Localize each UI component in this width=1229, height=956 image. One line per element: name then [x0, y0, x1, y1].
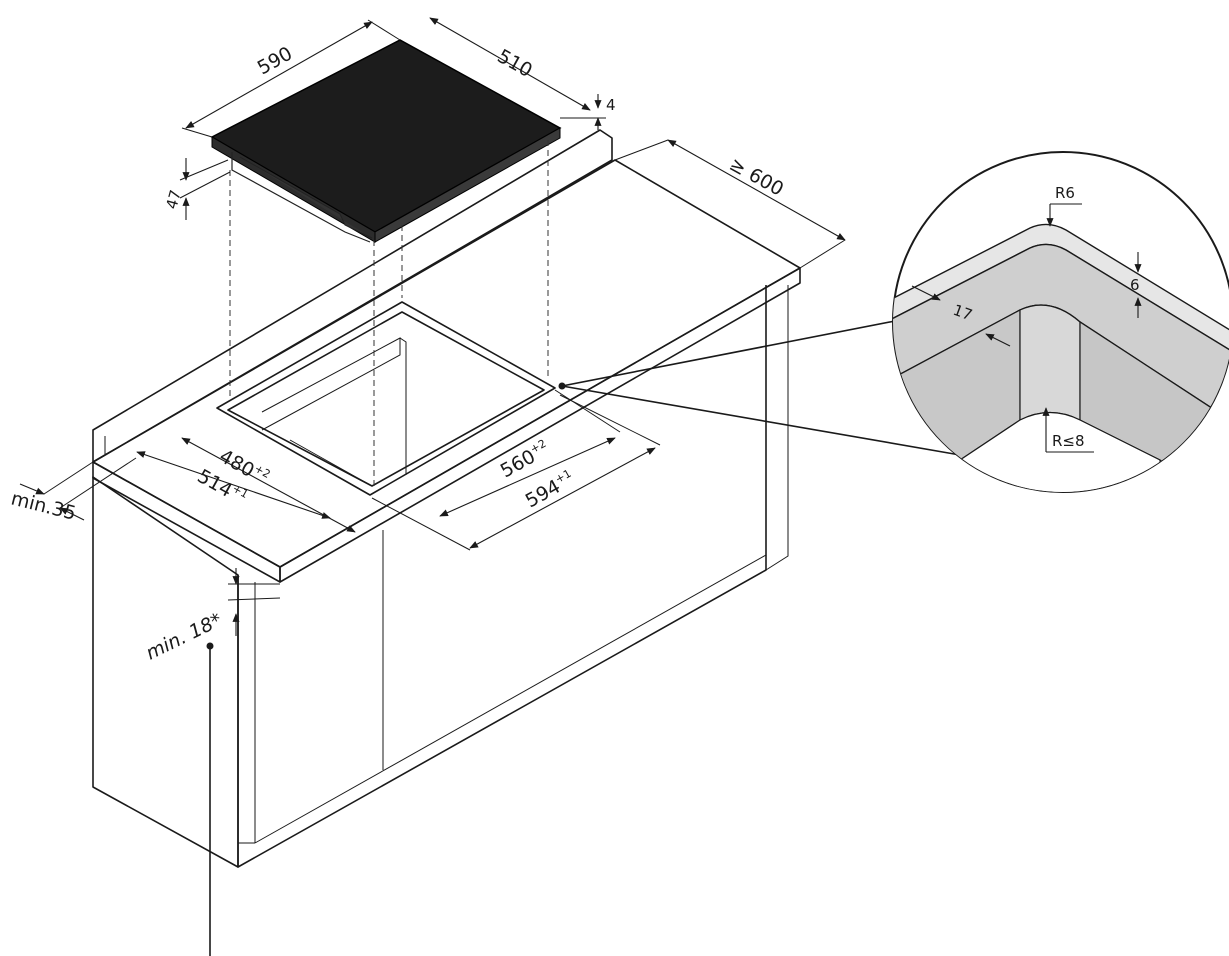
- callout-leader-2: [561, 385, 961, 456]
- r8-label: R≤8: [1052, 432, 1085, 450]
- dim-47-label: 47: [162, 188, 184, 211]
- min18-label: min. 18*: [143, 609, 226, 665]
- inner-back-rail: [261, 337, 401, 431]
- worktop-left-edge: [92, 461, 281, 583]
- hob-glass-right-edge: [374, 127, 561, 243]
- cabinet-front-panel: [237, 285, 767, 868]
- dim-600-label: ≥ 600: [726, 153, 788, 200]
- cabinet: [92, 285, 789, 868]
- detail-callout: R6 6 17 R≤8: [558, 151, 1229, 493]
- hob-base-unit: [231, 152, 371, 243]
- cutout-inner-opening: [227, 311, 545, 487]
- cabinet-side-panel: [92, 476, 239, 868]
- plinth-line: [254, 554, 767, 844]
- r6-label: R6: [1055, 184, 1075, 202]
- dim-510-line: [429, 17, 591, 111]
- dim-594-label: 594+1: [521, 467, 578, 513]
- dim-510-label: 510: [494, 45, 536, 82]
- min35-label: min.35: [9, 488, 78, 525]
- dim-590-line: [185, 21, 373, 129]
- worktop-front-edge: [279, 267, 801, 583]
- callout-leader-1: [561, 319, 901, 387]
- dim-590-label: 590: [254, 43, 296, 80]
- dim-17-label: 17: [951, 301, 975, 324]
- inner-floor-line: [289, 439, 373, 487]
- worktop-depth-dimension: ≥ 600: [614, 139, 846, 269]
- dim-6-label: 6: [1130, 276, 1140, 294]
- cabinet-right-edge: [765, 285, 789, 571]
- projection-lines: [229, 140, 549, 487]
- inner-partition: [399, 337, 407, 475]
- min18-dimension: min. 18*: [143, 568, 281, 956]
- hob-housing: [239, 156, 373, 239]
- cutout-dimensions: 480+2 514+1 560+2 594+1: [136, 389, 661, 551]
- dim-560-label: 560+2: [496, 437, 553, 483]
- dim-4-label: 4: [606, 96, 616, 114]
